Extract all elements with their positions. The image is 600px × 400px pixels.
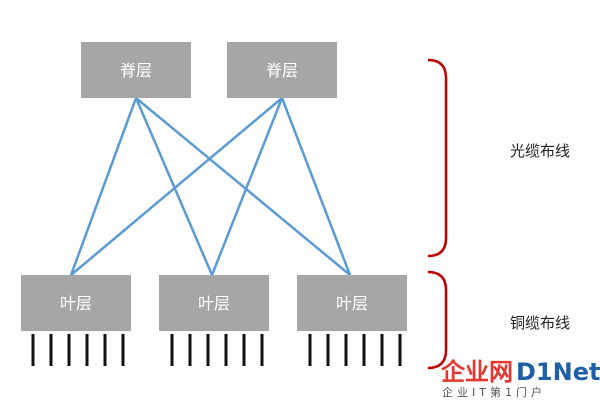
leaf-node-2-ports bbox=[170, 334, 264, 366]
logo-brand-en: D1Net bbox=[516, 358, 600, 386]
leaf-node-2: 叶层 bbox=[159, 275, 269, 331]
copper-bracket bbox=[427, 270, 448, 370]
fiber-bracket bbox=[427, 58, 448, 258]
spine-node-2-label: 脊层 bbox=[266, 61, 298, 80]
fiber-cabling-label: 光缆布线 bbox=[510, 142, 570, 160]
d1net-logo: 企业网 D1Net 企业IT第1门户 bbox=[441, 358, 600, 399]
link-spine-2-leaf-3 bbox=[280, 97, 352, 276]
leaf-node-3: 叶层 bbox=[297, 275, 407, 331]
leaf-node-3-label: 叶层 bbox=[336, 294, 368, 313]
leaf-node-1-label: 叶层 bbox=[60, 294, 92, 313]
logo-brand-cn: 企业网 bbox=[441, 358, 513, 386]
link-spine-2-leaf-2 bbox=[210, 97, 284, 276]
leaf-node-1: 叶层 bbox=[21, 275, 131, 331]
link-spine-1-leaf-3 bbox=[135, 97, 351, 276]
spine-node-2: 脊层 bbox=[227, 42, 337, 98]
spine-node-1-label: 脊层 bbox=[120, 61, 152, 80]
link-spine-2-leaf-1 bbox=[70, 97, 283, 276]
leaf-node-2-label: 叶层 bbox=[198, 294, 230, 313]
leaf-node-1-ports bbox=[31, 334, 125, 366]
link-spine-1-leaf-2 bbox=[134, 97, 214, 276]
copper-cabling-label: 铜缆布线 bbox=[510, 314, 570, 332]
logo-tagline: 企业IT第1门户 bbox=[442, 385, 546, 399]
leaf-node-3-ports bbox=[308, 334, 402, 366]
spine-node-1: 脊层 bbox=[81, 42, 191, 98]
link-spine-1-leaf-1 bbox=[69, 97, 138, 276]
link-lines bbox=[69, 97, 352, 276]
